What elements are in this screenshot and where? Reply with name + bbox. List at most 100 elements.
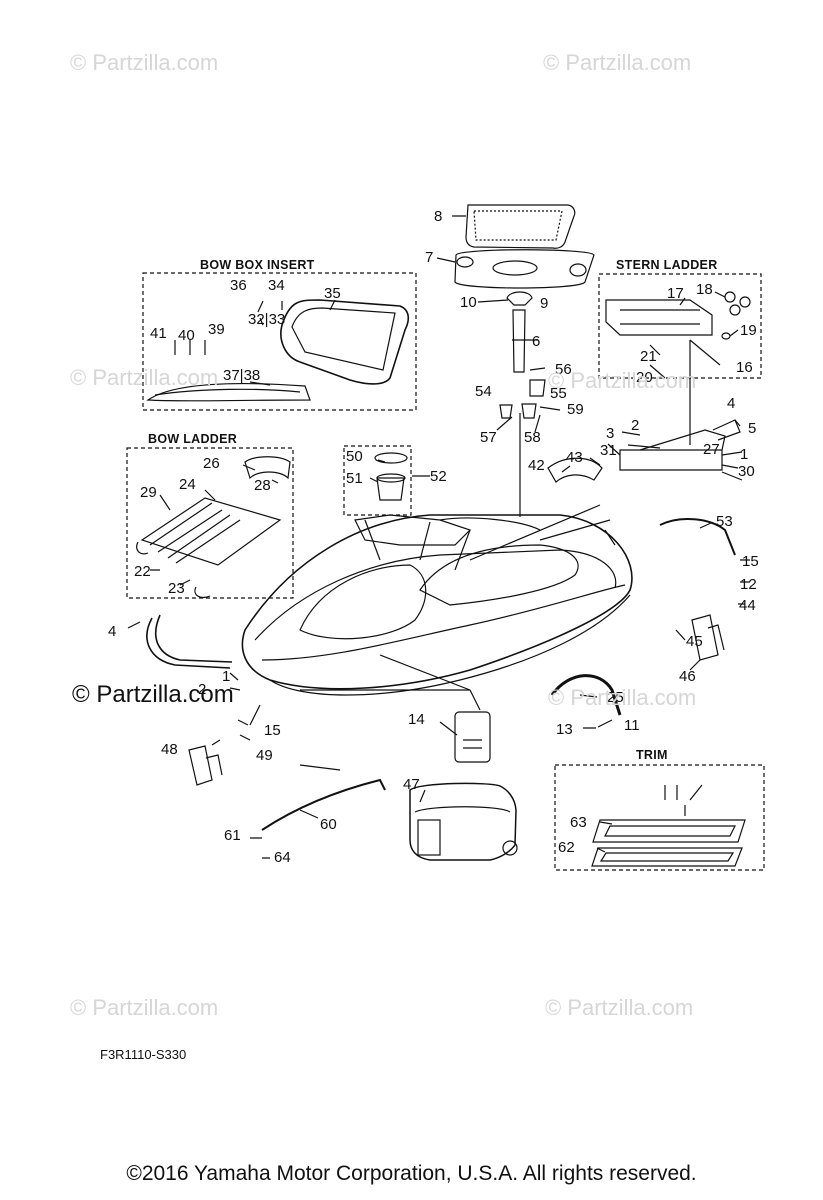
callout-30: 30 (738, 463, 755, 480)
boat-hull (241, 514, 633, 696)
callout-57: 57 (480, 429, 497, 446)
cooler-11 (409, 782, 517, 861)
rail-mount (619, 449, 723, 471)
watermark: © Partzilla.com (545, 995, 694, 1020)
stern-ladder-title: STERN LADDER (616, 258, 718, 272)
bow-rod-47 (261, 778, 386, 831)
lid-7 (454, 249, 595, 289)
watermark: © Partzilla.com (548, 368, 697, 393)
callout-22: 22 (134, 563, 151, 580)
callout-1: 1 (222, 668, 230, 685)
callout-61: 61 (224, 827, 241, 844)
cup-holder-frame (343, 445, 412, 516)
callout-44: 44 (739, 597, 756, 614)
callout-46: 46 (679, 668, 696, 685)
callout-2: 2 (198, 681, 206, 698)
callout-39: 39 (208, 321, 225, 338)
trim-title: TRIM (636, 748, 668, 762)
callout-52: 52 (430, 468, 447, 485)
callout-25: 25 (607, 689, 624, 706)
callout-13: 13 (556, 721, 573, 738)
callout-20: 20 (636, 369, 653, 386)
callout-18: 18 (696, 281, 713, 298)
callout-19: 19 (740, 322, 757, 339)
callout-62: 62 (558, 839, 575, 856)
watermark: © Partzilla.com (70, 365, 219, 390)
callout-55: 55 (550, 385, 567, 402)
callout-53: 53 (716, 513, 733, 530)
callout-37-38: 37|38 (223, 367, 260, 384)
callout-31: 31 (600, 442, 617, 459)
trim-61 (591, 847, 743, 867)
callout-50: 50 (346, 448, 363, 465)
callout-28: 28 (254, 477, 271, 494)
tow-rod-50 (659, 518, 736, 556)
trim-frame (554, 764, 765, 871)
callout-35: 35 (324, 285, 341, 302)
callout-15: 15 (264, 722, 281, 739)
pole-6 (512, 309, 526, 373)
callout-4: 4 (108, 623, 116, 640)
callout-7: 7 (425, 249, 433, 266)
callout-42: 42 (528, 457, 545, 474)
callout-6: 6 (532, 333, 540, 350)
callout-23: 23 (168, 580, 185, 597)
callout-16: 16 (736, 359, 753, 376)
callout-14: 14 (408, 711, 425, 728)
callout-58: 58 (524, 429, 541, 446)
callout-12: 12 (740, 576, 757, 593)
mat-8 (465, 204, 576, 249)
callout-1: 1 (740, 446, 748, 463)
callout-15: 15 (742, 553, 759, 570)
bow-ladder-frame (126, 447, 294, 599)
callout-56: 56 (555, 361, 572, 378)
callout-11: 11 (624, 717, 640, 734)
callout-29: 29 (140, 484, 157, 501)
callout-9: 9 (540, 295, 548, 312)
callout-3: 3 (606, 425, 614, 442)
callout-5: 5 (748, 420, 756, 437)
bow-box-insert-frame (142, 272, 417, 411)
callout-26: 26 (203, 455, 220, 472)
callout-2: 2 (631, 417, 639, 434)
callout-43: 43 (566, 449, 583, 466)
callout-60: 60 (320, 816, 337, 833)
watermark: © Partzilla.com (70, 50, 219, 75)
watermark: © Partzilla.com (548, 685, 697, 710)
callout-10: 10 (460, 294, 477, 311)
callout-40: 40 (178, 327, 195, 344)
callout-48: 48 (161, 741, 178, 758)
stern-ladder-frame (598, 273, 762, 379)
callout-59: 59 (567, 401, 584, 418)
callout-41: 41 (150, 325, 167, 342)
callout-32-33: 32|33 (248, 311, 285, 328)
callout-27: 27 (703, 441, 720, 458)
callout-49: 49 (256, 747, 273, 764)
callout-51: 51 (346, 470, 363, 487)
callout-64: 64 (274, 849, 291, 866)
callout-21: 21 (640, 348, 657, 365)
bow-box-insert (280, 299, 410, 385)
bow-box-insert-title: BOW BOX INSERT (200, 258, 315, 272)
callout-54: 54 (475, 383, 492, 400)
callout-36: 36 (230, 277, 247, 294)
diagram-code: F3R1110-S330 (100, 1047, 187, 1062)
callout-47: 47 (403, 776, 420, 793)
bow-ladder-title: BOW LADDER (148, 432, 238, 446)
callout-24: 24 (179, 476, 196, 493)
callout-4: 4 (727, 395, 735, 412)
callout-45: 45 (686, 633, 703, 650)
stern-ladder-part (605, 299, 713, 336)
watermark: © Partzilla.com (543, 50, 692, 75)
trim-60 (592, 819, 746, 843)
bow-ladder (140, 497, 282, 566)
watermark: © Partzilla.com (70, 995, 219, 1020)
callout-34: 34 (268, 277, 285, 294)
watermark-dark: © Partzilla.com (72, 681, 234, 708)
copyright-notice: ©2016 Yamaha Motor Corporation, U.S.A. A… (126, 1162, 697, 1185)
callout-17: 17 (667, 285, 684, 302)
callout-8: 8 (434, 208, 442, 225)
callout-63: 63 (570, 814, 587, 831)
